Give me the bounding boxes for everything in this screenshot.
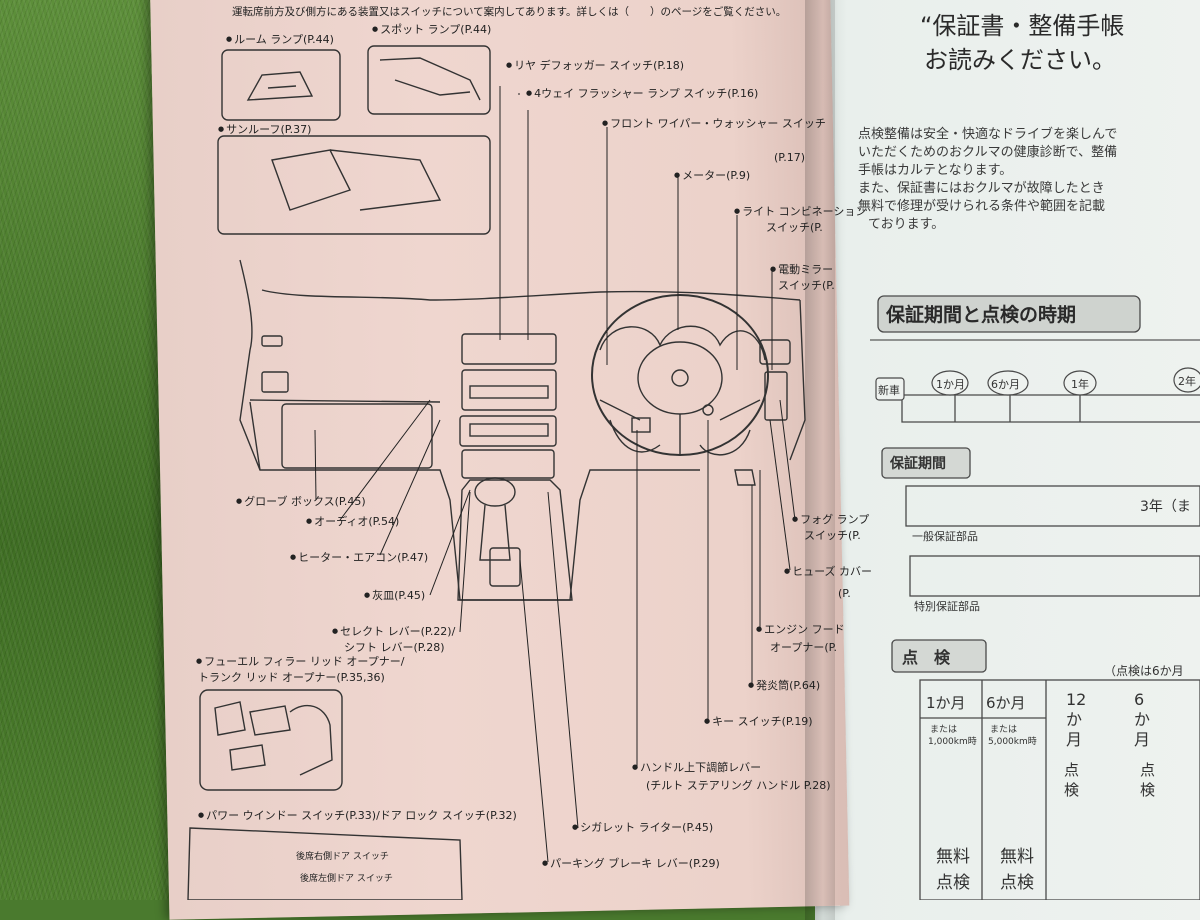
body-line: 無料で修理が受けられる条件や範囲を記載: [858, 199, 1106, 214]
vcol-12-month: 12か月: [1066, 690, 1087, 749]
timeline-1-month: 1か月: [936, 378, 965, 391]
col-1-month-check: 点検: [936, 873, 970, 893]
timeline-new-car: 新車: [878, 384, 900, 397]
col-6-month-free: 無料: [1000, 847, 1034, 867]
body-line: 点検整備は安全・快適なドライブを楽しんで: [858, 127, 1118, 142]
col-1-month-free: 無料: [936, 847, 970, 867]
col-6-month-sub: または: [990, 725, 1018, 735]
section-heading: 保証期間と点検の時期: [886, 304, 1077, 326]
label-room-lamp: ルーム ランプ(P.44): [226, 33, 334, 47]
spot-lamp-inset: [367, 45, 491, 115]
sunroof-inset: [217, 135, 491, 235]
label-hood-opener-page: オープナー(P.: [770, 641, 838, 654]
label-fuse-cover-page: (P.: [838, 587, 851, 600]
inspection-note: （点検は6か月: [1104, 664, 1184, 678]
col-1-month-km: 1,000km時: [928, 737, 977, 747]
label-heater: ヒーター・エアコン(P.47): [290, 551, 428, 565]
label-flasher: 4ウェイ フラッシャー ランプ スイッチ(P.16): [526, 87, 758, 101]
room-lamp-inset: [221, 49, 341, 121]
body-line: ております。: [868, 217, 945, 232]
right-body-text: 点検整備は安全・快適なドライブを楽しんで いただくためのおクルマの健康診断で、整…: [858, 126, 1117, 234]
label-audio: オーディオ(P.54): [306, 515, 399, 529]
right-page-graphics: [870, 295, 1200, 900]
label-flare: 発炎筒(P.64): [748, 679, 820, 693]
label-fog-lamp: フォグ ランプ: [792, 513, 869, 527]
col-6-month-head: 6か月: [986, 694, 1026, 712]
body-line: 手帳はカルテとなります。: [858, 163, 1013, 178]
label-fog-lamp-page: スイッチ(P.: [804, 529, 861, 542]
label-power-mirror: 電動ミラー: [770, 263, 833, 277]
col-6-month-km: 5,000km時: [988, 737, 1037, 747]
label-hood-opener: エンジン フード: [756, 623, 845, 637]
warranty-heading: 保証期間: [890, 456, 946, 472]
col-1-month-sub: または: [930, 725, 958, 735]
vcol-6-month-check: 点検: [1140, 761, 1156, 799]
label-rear-defogger: リヤ デフォッガー スイッチ(P.18): [506, 59, 684, 73]
label-fuel-lid: フューエル フィラー リッド オープナー/: [196, 655, 404, 669]
general-parts: 一般保証部品: [912, 530, 978, 543]
right-title-line-2: お読みください。: [924, 46, 1116, 74]
timeline-1-year: 1年: [1071, 378, 1089, 391]
book-gutter: [805, 0, 835, 920]
label-meter: メーター(P.9): [674, 169, 750, 183]
label-power-mirror-page: スイッチ(P.: [778, 279, 835, 292]
label-light-combination: ライト コンビネーション: [734, 205, 866, 219]
body-line: また、保証書にはおクルマが故障したとき: [858, 181, 1105, 196]
label-parking-brake: パーキング ブレーキ レバー(P.29): [542, 857, 720, 871]
photo-scene: 運転席前方及び側方にある装置又はスイッチについて案内してあります。詳しくは（ ）…: [0, 0, 1200, 900]
label-ashtray: 灰皿(P.45): [364, 589, 425, 603]
body-line: いただくためのおクルマの健康診断で、整備: [858, 145, 1118, 160]
label-select-lever: セレクト レバー(P.22)/: [332, 625, 455, 639]
label-rear-left-door: 後席左側ドア スイッチ: [300, 874, 393, 884]
fuel-lid-inset: [199, 689, 343, 791]
timeline-6-month: 6か月: [991, 378, 1020, 391]
right-title-line-1: “保証書・整備手帳: [920, 12, 1125, 40]
right-page: [815, 0, 1200, 920]
timeline-2-year: 2年: [1178, 375, 1196, 388]
col-6-month-check: 点検: [1000, 873, 1034, 893]
label-spot-lamp: スポット ランプ(P.44): [372, 23, 491, 37]
label-cigarette-lighter: シガレット ライター(P.45): [572, 821, 713, 835]
label-tilt-steering: (チルト ステアリング ハンドル P.28): [646, 779, 831, 792]
vcol-6-month: 6か月: [1134, 690, 1151, 749]
special-parts: 特別保証部品: [914, 600, 980, 613]
label-light-combination-page: スイッチ(P.: [766, 221, 823, 234]
label-wiper: フロント ワイパー・ウォッシャー スイッチ: [602, 117, 826, 131]
label-power-window: パワー ウインドー スイッチ(P.33)/ドア ロック スイッチ(P.32): [198, 809, 517, 823]
power-window-inset: [187, 827, 463, 900]
label-sunroof: サンルーフ(P.37): [218, 123, 311, 137]
left-page-header: 運転席前方及び側方にある装置又はスイッチについて案内してあります。詳しくは（ ）…: [232, 6, 787, 18]
inspection-heading: 点 検: [902, 648, 951, 667]
label-wiper-page: (P.17): [774, 151, 805, 164]
label-tilt-lever: ハンドル上下調節レバー: [632, 761, 761, 775]
vcol-12-month-check: 点検: [1064, 761, 1080, 799]
warranty-value: 3年（ま: [1140, 499, 1191, 515]
label-fuse-cover: ヒューズ カバー: [784, 565, 872, 579]
col-1-month-head: 1か月: [926, 694, 966, 712]
label-shift-lever: シフト レバー(P.28): [344, 641, 445, 654]
dashboard-illustration: [187, 45, 806, 900]
label-trunk-lid: トランク リッド オープナー(P.35,36): [198, 671, 385, 684]
label-rear-right-door: 後席右側ドア スイッチ: [296, 852, 389, 862]
label-glove-box: グローブ ボックス(P.45): [236, 495, 366, 509]
label-key-switch: キー スイッチ(P.19): [704, 715, 813, 729]
